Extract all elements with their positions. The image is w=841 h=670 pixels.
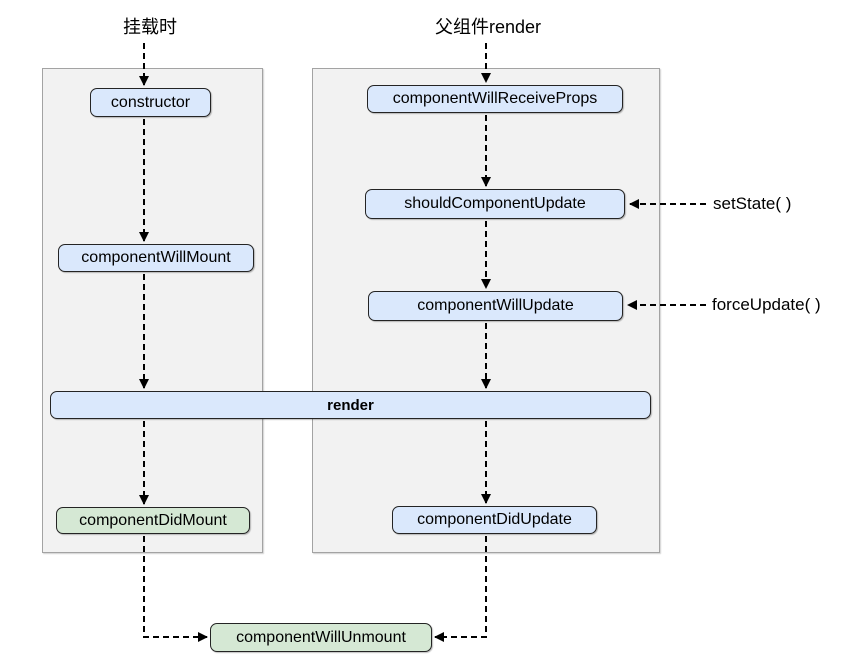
node-component-did-mount: componentDidMount bbox=[56, 507, 250, 534]
node-should-component-update: shouldComponentUpdate bbox=[365, 189, 625, 219]
node-component-will-update: componentWillUpdate bbox=[368, 291, 623, 321]
node-component-will-receive-props: componentWillReceiveProps bbox=[367, 85, 623, 113]
node-component-will-mount: componentWillMount bbox=[58, 244, 254, 272]
trigger-label-setstate: setState( ) bbox=[713, 194, 792, 213]
lane-label-mount: 挂载时 bbox=[123, 17, 177, 37]
lane-label-parent-render: 父组件render bbox=[434, 17, 542, 37]
node-constructor: constructor bbox=[90, 88, 211, 117]
node-component-will-unmount: componentWillUnmount bbox=[210, 623, 432, 652]
node-component-did-update: componentDidUpdate bbox=[392, 506, 597, 534]
node-render: render bbox=[50, 391, 651, 419]
mount-lane-panel bbox=[42, 68, 263, 553]
trigger-label-forceupdate: forceUpdate( ) bbox=[712, 295, 821, 314]
